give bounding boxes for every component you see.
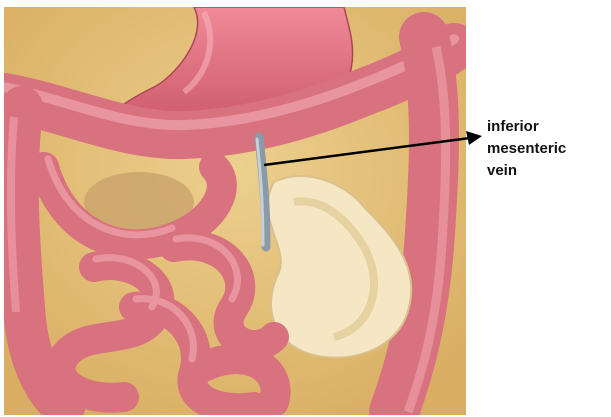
label-line-2: mesenteric	[487, 138, 607, 160]
label-line-1: inferior	[487, 116, 607, 138]
vein-label: inferior mesenteric vein	[487, 116, 607, 182]
label-line-3: vein	[487, 160, 607, 182]
anatomy-illustration	[4, 7, 466, 415]
